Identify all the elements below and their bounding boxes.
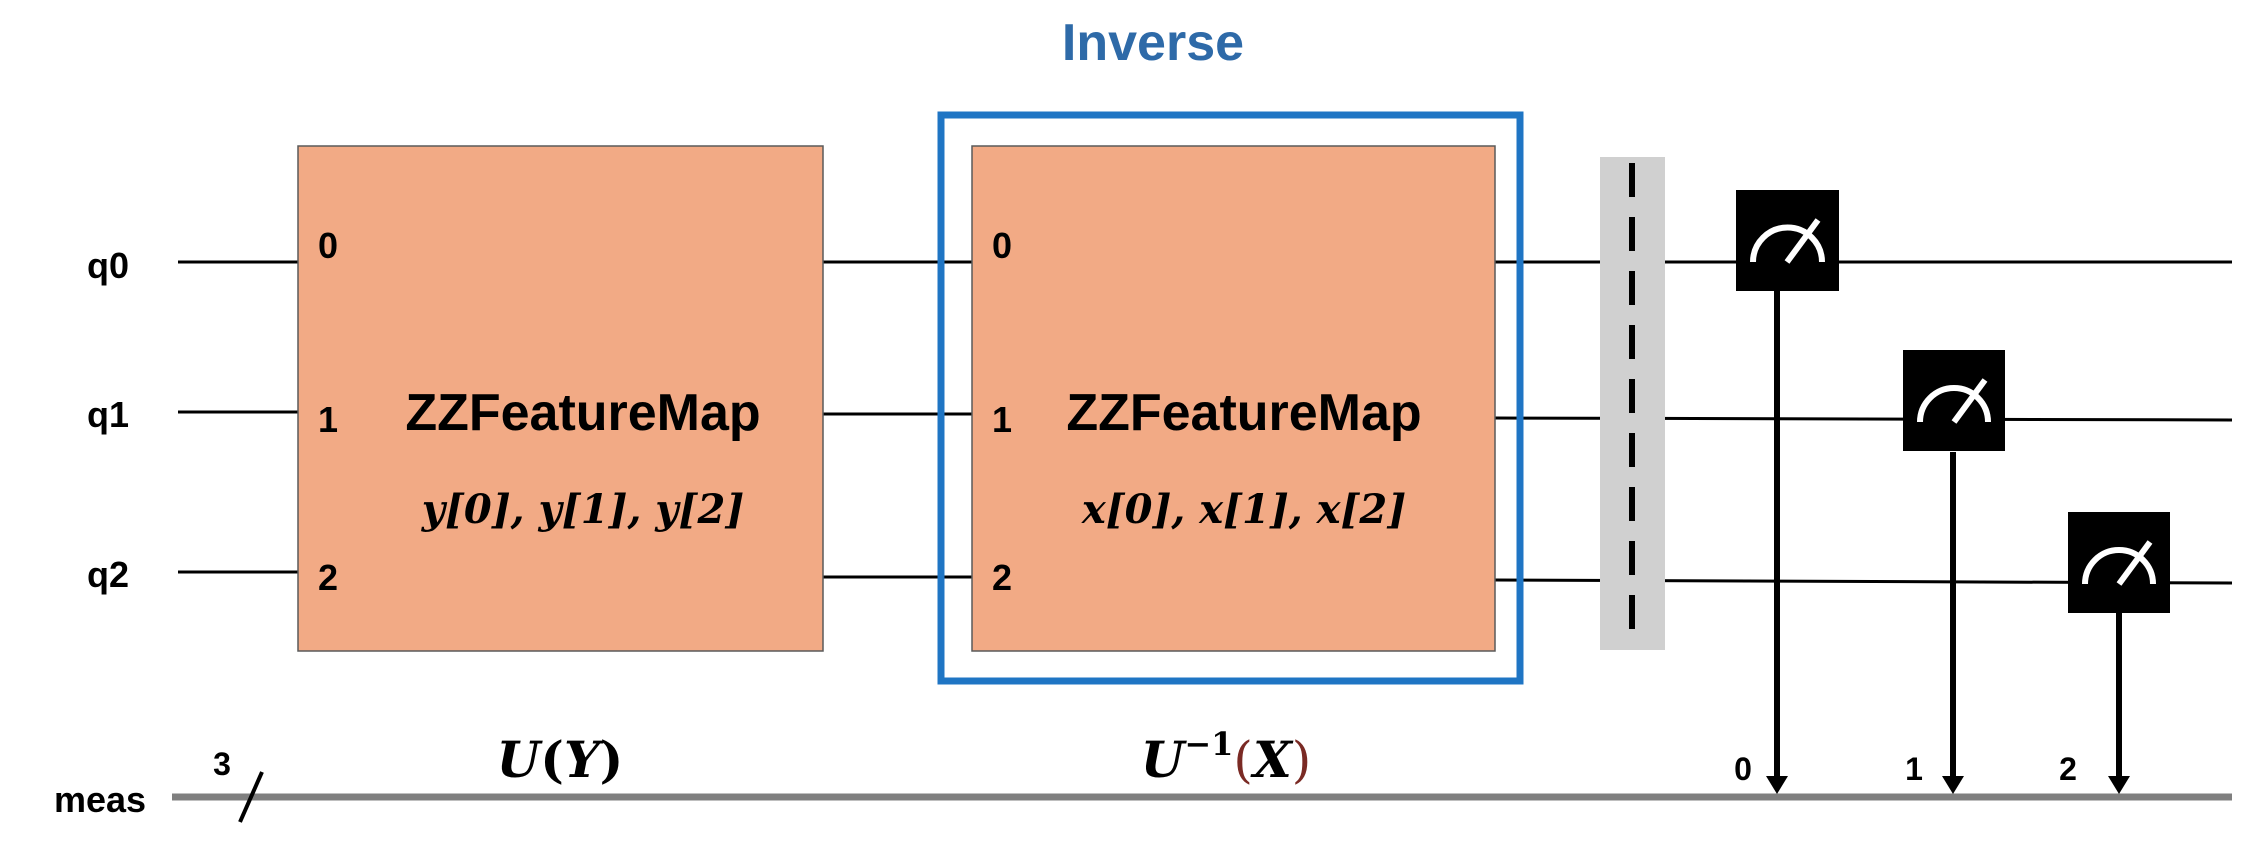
gate-u-inverse-x-pin-0: 0 xyxy=(992,225,1012,266)
classical-register-label: meas xyxy=(54,779,146,820)
gate-u-inverse-x-caption: U−1(X) xyxy=(1141,725,1312,789)
measure-q1-arrow xyxy=(1942,776,1964,794)
caption-func: U xyxy=(497,730,544,789)
gate-u-y-params: y[0], y[1], y[2] xyxy=(421,486,744,533)
measure-bit-label-0: 0 xyxy=(1734,751,1752,787)
caption-paren-close: ) xyxy=(600,730,624,789)
qubit-label-q1: q1 xyxy=(87,394,129,435)
meter-icon xyxy=(2082,547,2156,585)
inverse-frame xyxy=(937,111,1524,685)
gate-u-y-pin-2: 2 xyxy=(318,557,338,598)
gate-u-y-name: ZZFeatureMap xyxy=(405,384,760,442)
meter-icon xyxy=(1750,224,1825,263)
inverse-title: Inverse xyxy=(1062,14,1244,72)
measure-q2-box[interactable] xyxy=(2068,512,2170,613)
qubit-label-q0: q0 xyxy=(87,245,129,286)
meter-icon xyxy=(1917,385,1991,423)
meter-needle-icon xyxy=(1951,378,1988,424)
qubit-label-q2: q2 xyxy=(87,554,129,595)
measure-q0-arrow xyxy=(1766,776,1788,794)
caption-func: U xyxy=(1141,730,1188,789)
caption-arg: X xyxy=(1250,730,1294,789)
gate-u-y-pin-0: 0 xyxy=(318,225,338,266)
gate-u-y-caption: U(Y) xyxy=(497,730,624,789)
gate-u-inverse-x-pin-1: 1 xyxy=(992,399,1012,440)
caption-paren-open: ( xyxy=(1233,731,1253,789)
caption-arg: Y xyxy=(564,730,604,789)
meter-needle-icon xyxy=(1784,218,1821,264)
gate-u-y-box[interactable] xyxy=(297,145,824,652)
gate-u-inverse-x-box[interactable] xyxy=(971,145,1496,652)
measure-q1-box[interactable] xyxy=(1903,350,2005,451)
measure-q2-arrow xyxy=(2108,776,2130,794)
caption-paren-open: ( xyxy=(540,730,564,789)
meter-needle-icon xyxy=(2116,540,2153,586)
classical-width-label: 3 xyxy=(213,746,231,782)
gate-u-y-pin-1: 1 xyxy=(318,399,338,440)
gate-u-inverse-x-params: x[0], x[1], x[2] xyxy=(1081,486,1406,533)
caption-paren-close: ) xyxy=(1292,731,1312,789)
gate-u-inverse-x-name: ZZFeatureMap xyxy=(1066,384,1421,442)
measure-bit-label-2: 2 xyxy=(2059,751,2077,787)
measure-bit-label-1: 1 xyxy=(1905,751,1923,787)
measure-q0-box[interactable] xyxy=(1736,190,1839,291)
classical-width-slash xyxy=(238,771,264,823)
gate-u-inverse-x-pin-2: 2 xyxy=(992,557,1012,598)
caption-superscript: −1 xyxy=(1184,725,1233,763)
